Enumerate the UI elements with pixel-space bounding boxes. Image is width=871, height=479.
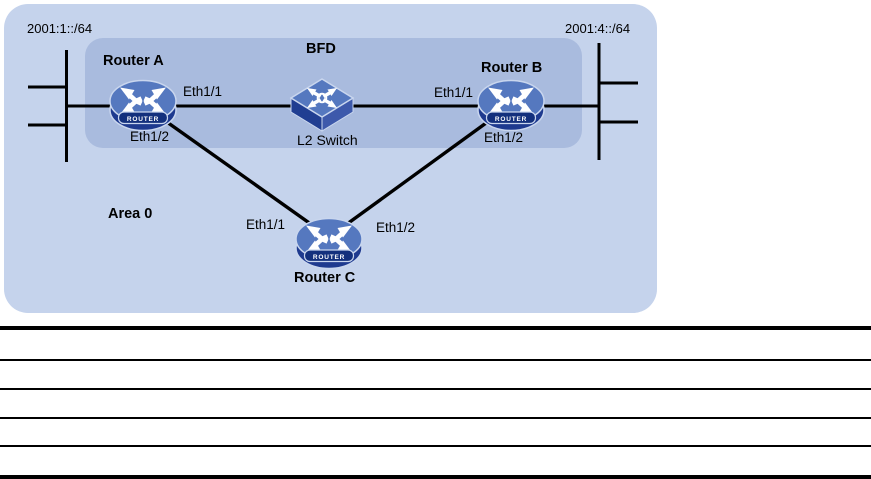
router-b-badge: ROUTER — [495, 116, 527, 123]
table-row-rule — [0, 388, 871, 390]
network-right-label: 2001:4::/64 — [565, 21, 631, 36]
router-a-icon: ROUTER — [109, 79, 177, 132]
router-a-eth1-2-label: Eth1/2 — [130, 129, 170, 144]
table-row-rule — [0, 359, 871, 361]
table-row-rule — [0, 445, 871, 447]
link-routera-routerc — [149, 108, 323, 234]
l2-switch-label: L2 Switch — [297, 132, 358, 148]
router-c-badge: ROUTER — [313, 254, 345, 261]
router-a-eth1-1-label: Eth1/1 — [183, 84, 223, 99]
router-c-icon: ROUTER — [295, 217, 363, 270]
router-a-badge: ROUTER — [127, 116, 159, 123]
router-b-icon: ROUTER — [477, 79, 545, 132]
table-top-rule — [0, 326, 871, 330]
router-c-eth1-2-label: Eth1/2 — [376, 220, 416, 235]
router-b-label: Router B — [481, 60, 543, 76]
table-row-rule — [0, 417, 871, 419]
router-c-eth1-1-label: Eth1/1 — [246, 217, 286, 232]
bfd-label: BFD — [306, 41, 336, 57]
lan-left-bus — [28, 50, 68, 162]
link-routerb-routerc — [335, 108, 505, 234]
router-b-eth1-1-label: Eth1/1 — [434, 85, 474, 100]
router-a-label: Router A — [103, 53, 164, 69]
router-c-label: Router C — [294, 270, 356, 286]
router-b-eth1-2-label: Eth1/2 — [484, 130, 524, 145]
table-bottom-rule — [0, 475, 871, 479]
topology-layer: ROUTER ROUTER ROUTER — [28, 43, 638, 270]
network-left-label: 2001:1::/64 — [27, 21, 93, 36]
l2-switch-icon — [289, 78, 355, 132]
area-0-label: Area 0 — [108, 206, 153, 222]
lan-right-bus — [597, 43, 638, 160]
